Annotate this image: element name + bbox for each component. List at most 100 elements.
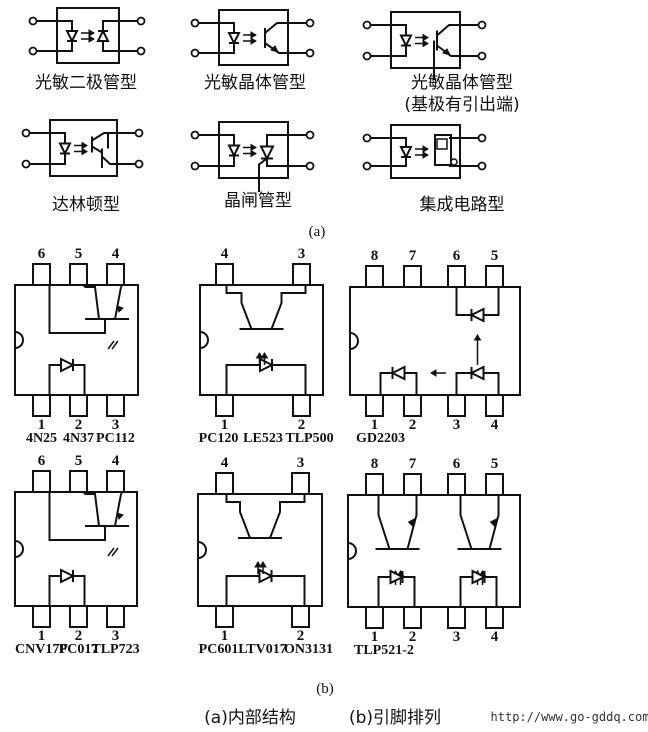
diode-triangle xyxy=(399,146,413,160)
pin-number: 8 xyxy=(371,248,379,264)
pin xyxy=(106,394,125,417)
model-name: PC601 xyxy=(199,642,239,657)
terminal-icon xyxy=(477,20,487,30)
package-outline xyxy=(390,11,461,69)
arrow-head xyxy=(422,33,429,42)
pin xyxy=(69,263,88,286)
pin-number: 5 xyxy=(491,248,499,264)
arrow-head xyxy=(422,151,429,159)
terminal-icon xyxy=(362,20,372,30)
light-arrow-icon xyxy=(254,561,262,574)
collector-lead xyxy=(459,495,473,550)
diode-icon xyxy=(227,144,241,158)
terminal-icon xyxy=(477,51,487,61)
pin xyxy=(485,394,504,417)
pin-number: 3 xyxy=(453,417,461,433)
pin-number: 1 xyxy=(38,628,46,644)
light-arrow-icon xyxy=(243,37,257,45)
part-a-internal-structures: 光敏二极管型光敏晶体管型光敏晶体管型(基极有引出端)达林顿型晶闸管型集成电路型(… xyxy=(21,7,520,240)
led-leads xyxy=(371,137,407,167)
ic-output-bubble xyxy=(450,158,458,166)
collector-lead xyxy=(377,495,391,550)
light-symbol-icon xyxy=(111,340,119,350)
terminal-icon xyxy=(134,159,144,169)
pin xyxy=(365,606,384,629)
diode-triangle xyxy=(227,32,241,46)
emitter-lead xyxy=(225,494,251,539)
symbol-label: 光敏晶体管型 xyxy=(411,73,513,93)
pin-number: 8 xyxy=(371,456,379,472)
pin-number: 1 xyxy=(38,417,46,433)
thyristor-leads xyxy=(266,134,306,167)
diode-triangle xyxy=(389,569,405,585)
arrow-head xyxy=(250,143,257,152)
led-leads xyxy=(37,20,73,52)
symbol-label: 光敏晶体管型 xyxy=(204,73,306,93)
diode-icon xyxy=(60,568,76,584)
pin-number: 2 xyxy=(297,628,305,644)
pin-number: 3 xyxy=(112,628,120,644)
emitter-arrow xyxy=(407,518,416,529)
light-arrow-icon xyxy=(243,149,257,158)
caption-pin-arrangement: (b)引脚排列 xyxy=(349,708,441,728)
light-symbol-icon xyxy=(111,547,119,557)
terminal-icon xyxy=(362,161,372,171)
terminal-icon xyxy=(190,130,200,140)
arrow-head xyxy=(81,147,88,156)
light-arrow-icon xyxy=(81,29,95,37)
pin1-notch xyxy=(349,332,359,350)
diode-icon xyxy=(96,28,110,42)
pin-number: 3 xyxy=(297,455,305,471)
symbol-label: 晶闸管型 xyxy=(224,191,292,211)
pin1-notch xyxy=(14,331,24,349)
arrow-head xyxy=(250,149,257,158)
emitter-lead xyxy=(264,42,306,54)
pin1-notch xyxy=(347,542,357,560)
pin xyxy=(106,470,125,493)
collector-lead xyxy=(84,493,100,527)
pin-number: 3 xyxy=(112,417,120,433)
led-leads xyxy=(371,24,407,57)
pin xyxy=(215,472,234,495)
pin xyxy=(403,394,422,417)
terminal-icon xyxy=(21,128,31,138)
pin xyxy=(403,606,422,629)
model-name: ON3131 xyxy=(284,642,333,657)
pin-number: 2 xyxy=(75,417,83,433)
collector-lead xyxy=(436,24,478,37)
diode-icon xyxy=(60,357,76,373)
diode-icon xyxy=(471,569,487,585)
package-body xyxy=(14,284,139,396)
pin xyxy=(106,263,125,286)
arrow-head xyxy=(88,29,95,37)
emitter-arrow xyxy=(116,512,124,520)
pin xyxy=(69,470,88,493)
emitter-arrow xyxy=(116,305,124,313)
terminal-icon xyxy=(362,51,372,61)
terminal-icon xyxy=(305,18,315,28)
collector-lead xyxy=(270,285,307,330)
base-lead xyxy=(48,285,106,334)
symbol-darlington: 达林顿型 xyxy=(21,119,144,215)
model-name: 4N25 xyxy=(26,431,57,446)
diode-triangle xyxy=(58,142,72,156)
pin-number: 1 xyxy=(221,628,229,644)
terminal-icon xyxy=(305,48,315,58)
pin-number: 7 xyxy=(409,456,417,472)
model-name: GD2203 xyxy=(356,431,405,446)
arrow-head xyxy=(250,31,257,39)
terminal-icon xyxy=(190,18,200,28)
pin xyxy=(32,394,51,417)
pin xyxy=(291,605,310,628)
light-arrow-icon xyxy=(259,561,267,574)
pin xyxy=(32,263,51,286)
package-body xyxy=(199,284,324,396)
diode-triangle xyxy=(390,365,406,381)
pin xyxy=(365,473,384,496)
pin-number: 2 xyxy=(409,629,417,645)
pin-number: 4 xyxy=(491,629,499,645)
